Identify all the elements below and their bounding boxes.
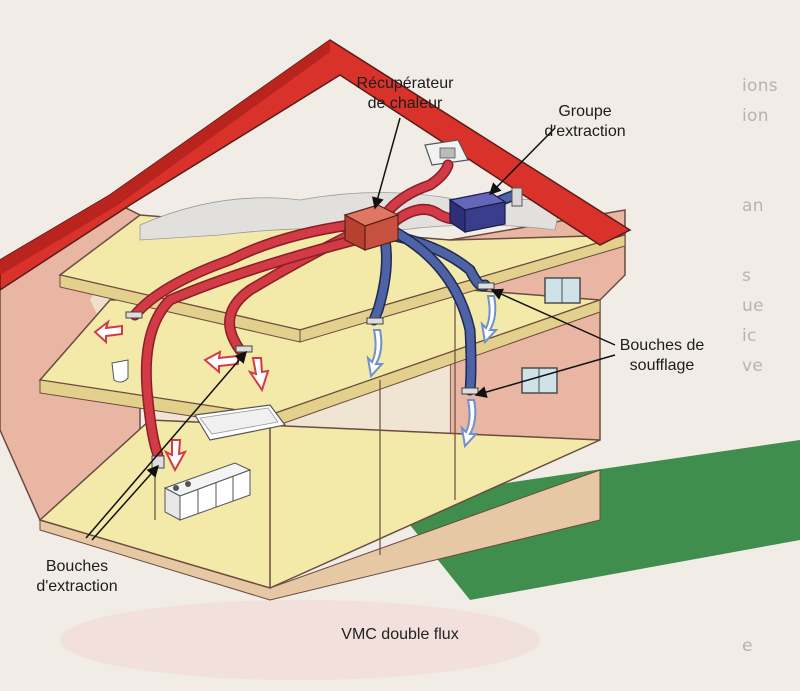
label-bouches-soufflage-line1: Bouches de xyxy=(619,337,705,354)
supply-airflow-arrows xyxy=(366,295,499,449)
label-bouches-soufflage-line2: soufflage xyxy=(629,357,695,374)
bleed-text: ions xyxy=(742,76,778,96)
label-recuperateur-line2: de chaleur xyxy=(367,95,443,112)
heat-recovery-unit xyxy=(343,204,400,251)
bleed-text: ve xyxy=(742,356,764,376)
bleed-text: ue xyxy=(742,296,764,316)
bleed-text: s xyxy=(742,266,752,286)
extraction-unit xyxy=(448,191,507,234)
air-intake-grille xyxy=(511,187,523,207)
background-blush xyxy=(60,600,540,680)
kitchen-units xyxy=(163,462,252,521)
label-groupe-line2: d'extraction xyxy=(544,123,626,140)
label-recuperateur-line1: Récupérateur xyxy=(356,75,454,92)
label-groupe-line1: Groupe xyxy=(558,103,612,120)
toilet xyxy=(111,359,129,383)
roof-edge xyxy=(0,40,330,275)
bleed-text: an xyxy=(742,196,764,216)
bleed-text: ion xyxy=(742,106,769,126)
bleed-text: e xyxy=(742,636,753,656)
callout-lines xyxy=(85,117,616,541)
label-bouches-extraction-line2: d'extraction xyxy=(36,578,118,595)
label-bouches-extraction-line1: Bouches xyxy=(45,558,109,575)
bleed-text: ic xyxy=(742,326,757,346)
roof xyxy=(0,39,632,291)
diagram-caption: VMC double flux xyxy=(341,626,459,643)
extraction-airflow-arrows xyxy=(93,319,270,473)
